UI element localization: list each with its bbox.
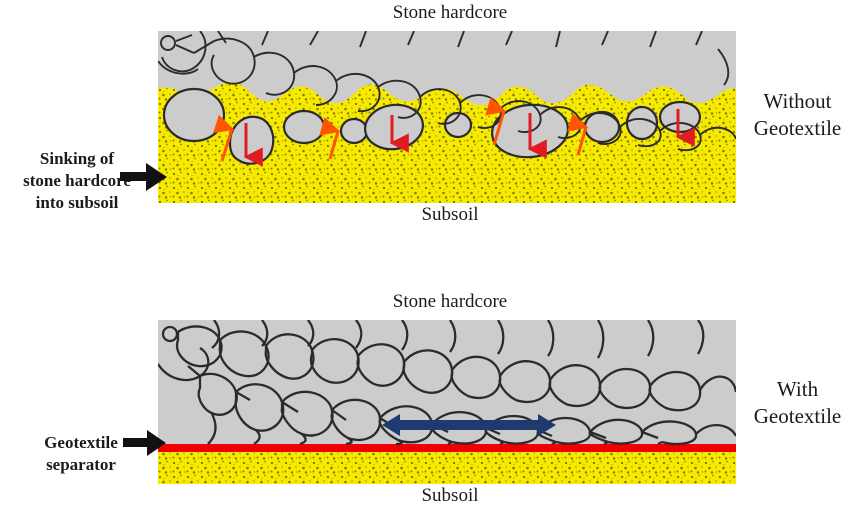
separator-pointer-arrow <box>123 428 167 458</box>
geotextile-band <box>158 444 736 452</box>
bottom-panel-subsoil-label: Subsoil <box>421 485 479 506</box>
with-geotextile-diagram <box>158 320 736 484</box>
geotextile-separator-callout-label: Geotextile separator <box>44 433 118 475</box>
without-geotextile-label: Without Geotextile <box>753 89 842 141</box>
sinking-callout-label: Sinking of stone hardcore into subsoil <box>23 149 131 213</box>
without-geotextile-diagram <box>158 31 736 203</box>
top-panel-subsoil-label: Subsoil <box>421 204 479 225</box>
top-panel-stone-hardcore-label: Stone hardcore <box>392 2 508 23</box>
bottom-panel-stone-hardcore-label: Stone hardcore <box>392 291 508 312</box>
load-spread-arrows <box>382 414 556 436</box>
sinking-pointer-arrow <box>120 160 168 194</box>
with-geotextile-label: With Geotextile <box>753 377 842 429</box>
